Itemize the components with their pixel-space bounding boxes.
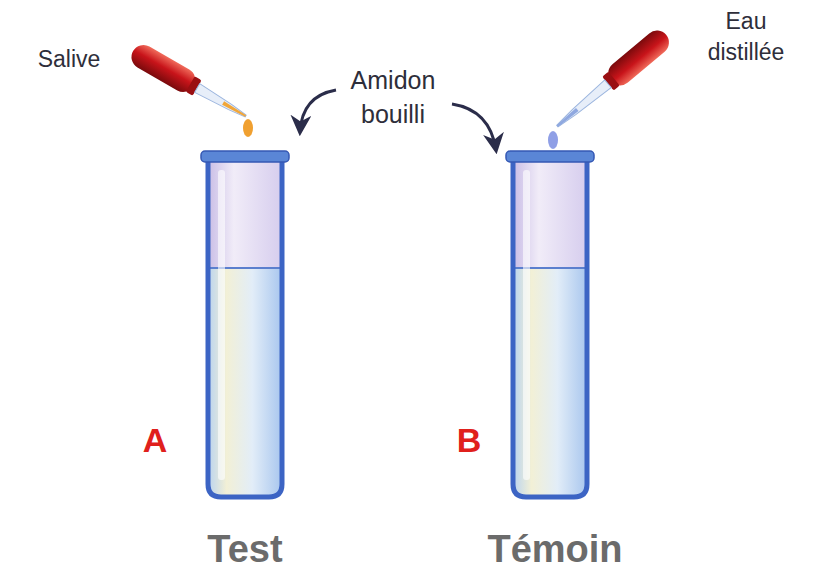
saliva-drop <box>243 119 253 137</box>
pointer-arrow <box>452 104 496 150</box>
water-drop <box>548 131 558 149</box>
pointer-arrow <box>300 90 336 132</box>
tube-caption: Témoin <box>460 524 650 575</box>
pipette <box>127 41 252 127</box>
tube-caption: Test <box>160 524 330 575</box>
reagent-label: Salive <box>14 44 124 75</box>
tube-letter: B <box>444 418 494 464</box>
substance-label: Amidon bouilli <box>333 64 453 132</box>
reagent-label: Eau distillée <box>686 6 806 68</box>
test-tube <box>201 151 289 497</box>
tube-letter: A <box>130 418 180 464</box>
test-tube <box>506 151 594 497</box>
pipette <box>550 26 674 136</box>
